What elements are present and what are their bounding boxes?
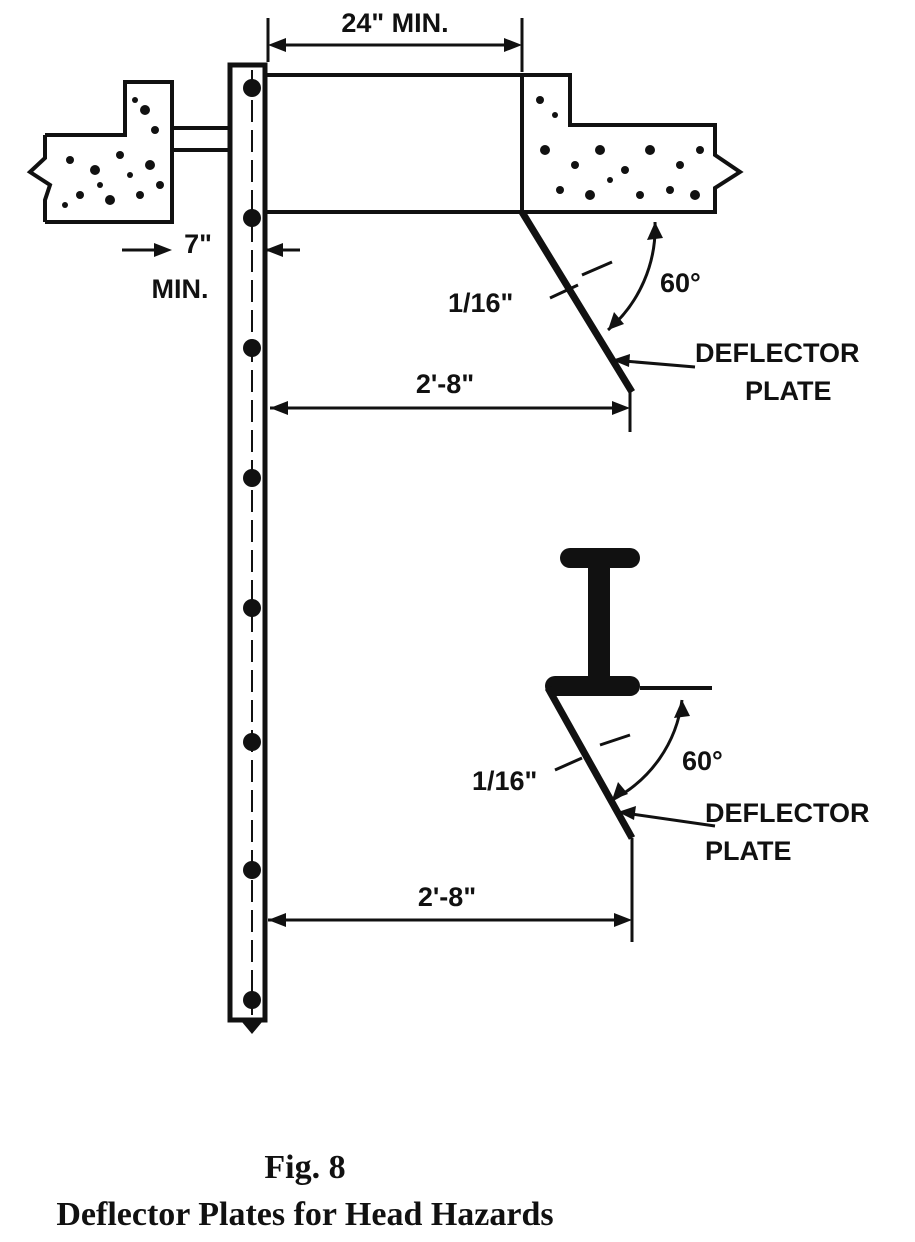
figure-number: Fig. 8 <box>264 1149 345 1186</box>
hatch-opening <box>265 73 522 214</box>
figure-title: Deflector Plates for Head Hazards <box>56 1196 553 1233</box>
ladder-clearance-dimension: 7" MIN. <box>122 229 300 304</box>
left-slab-aggregate <box>62 97 164 208</box>
ladder-end-arrow <box>242 1022 262 1034</box>
lower-deflector-plate: 60° 1/16" DEFLECTOR PLATE <box>472 686 870 866</box>
upper-projection-label: 2'-8" <box>416 369 474 399</box>
lower-thickness-label: 1/16" <box>472 766 537 796</box>
upper-deflector-plate: 60° 1/16" DEFLECTOR PLATE <box>448 210 860 406</box>
ladder-brackets <box>172 126 230 152</box>
upper-projection-dimension: 2'-8" <box>270 369 632 432</box>
lower-deflector-label-line1: DEFLECTOR <box>705 798 870 828</box>
fixed-ladder <box>227 62 268 1034</box>
lower-angle-label: 60° <box>682 746 723 776</box>
upper-thickness-label: 1/16" <box>448 288 513 318</box>
right-floor-slab <box>520 73 744 214</box>
i-beam <box>545 548 712 696</box>
upper-angle-label: 60° <box>660 268 701 298</box>
upper-deflector-label-line2: PLATE <box>745 376 832 406</box>
clearance-unit-label: MIN. <box>152 274 209 304</box>
opening-dimension: 24" MIN. <box>266 8 524 72</box>
lower-projection-dimension: 2'-8" <box>268 838 634 942</box>
lower-deflector-label-line2: PLATE <box>705 836 792 866</box>
ladder-rungs <box>243 79 261 1009</box>
left-floor-slab <box>26 80 174 224</box>
upper-deflector-label-line1: DEFLECTOR <box>695 338 860 368</box>
right-slab-aggregate <box>536 96 704 200</box>
lower-projection-label: 2'-8" <box>418 882 476 912</box>
clearance-value-label: 7" <box>184 229 212 259</box>
opening-dimension-label: 24" MIN. <box>341 8 448 38</box>
